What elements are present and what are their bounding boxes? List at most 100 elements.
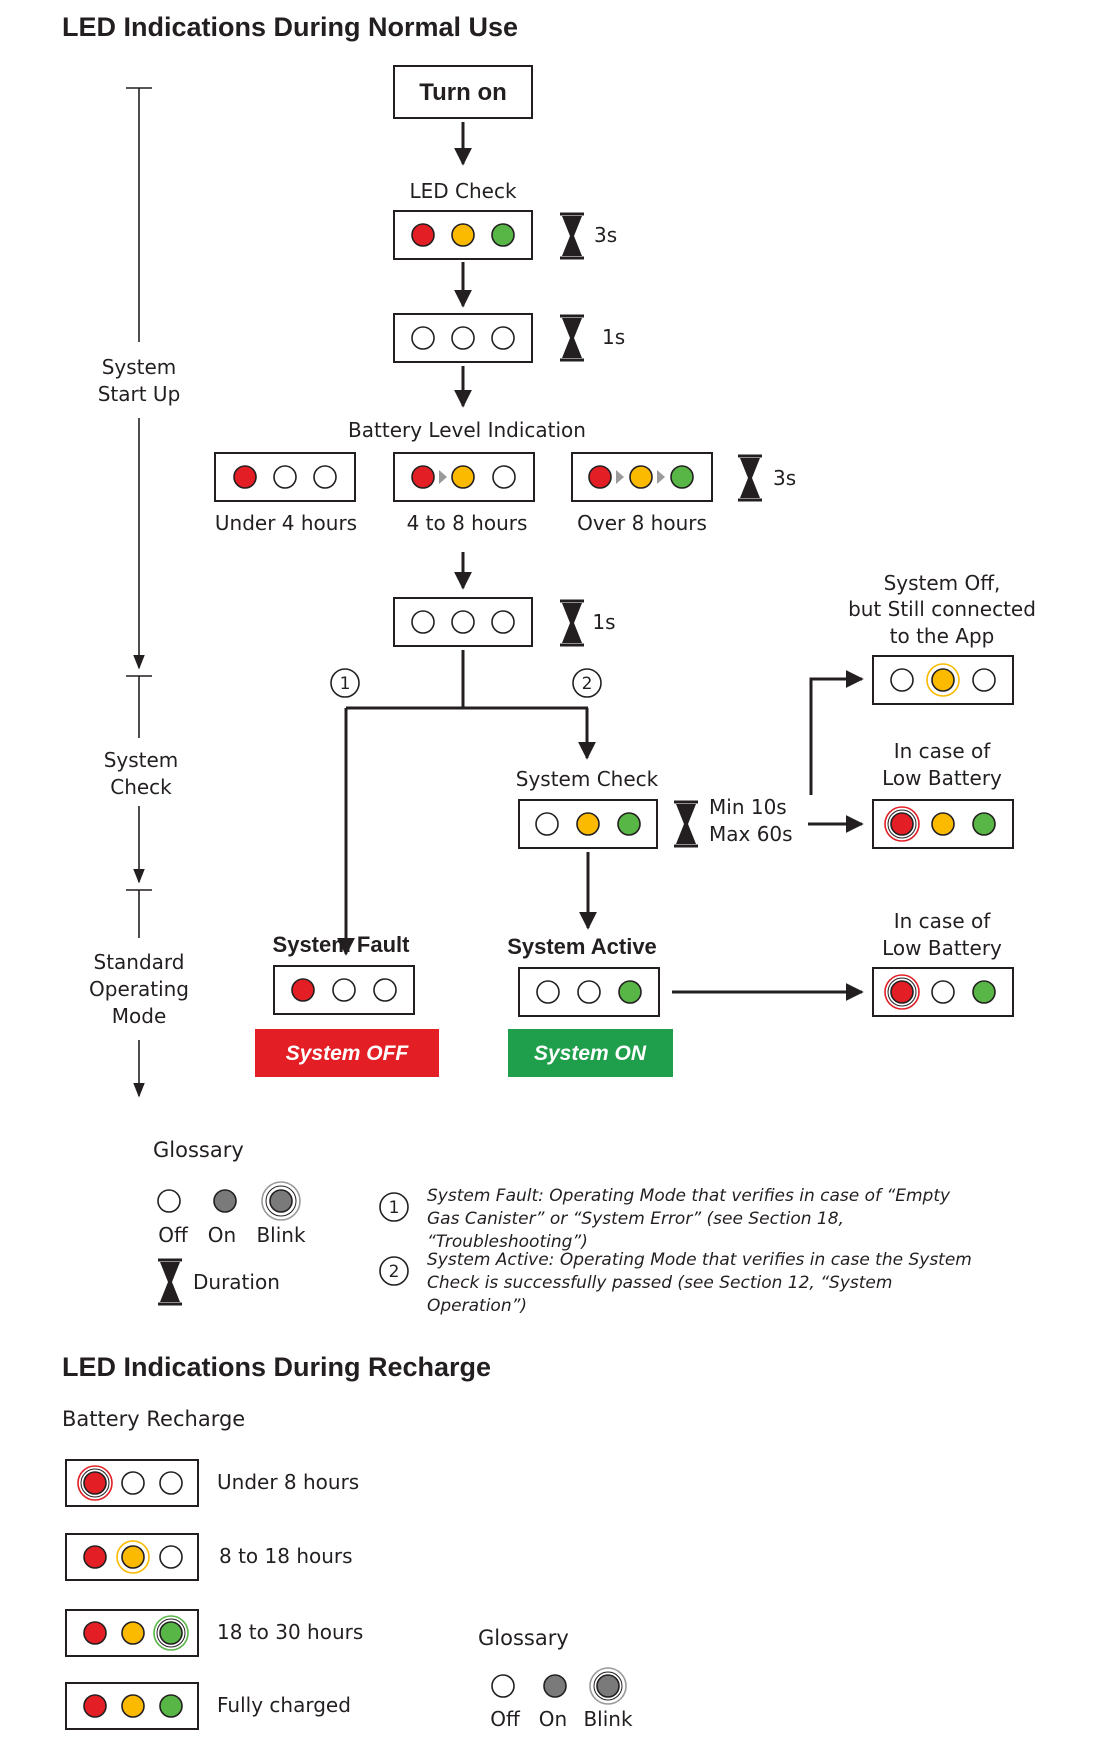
branch-connectors: [337, 650, 596, 956]
system-fault-label: System Fault: [273, 932, 411, 957]
system-off-connected-line2: but Still connected: [848, 597, 1036, 621]
blank-duration-2: 1s: [592, 610, 615, 634]
led-amber-on: [451, 223, 475, 247]
led-off: [451, 610, 475, 634]
system-check-indicator: [518, 799, 658, 849]
led-red-on: [83, 1621, 107, 1645]
leds-off-indicator-1: [393, 313, 533, 363]
led-off: [313, 465, 337, 489]
phase-standard-line3: Mode: [112, 1004, 167, 1028]
led-off-sample: [491, 1674, 515, 1698]
led-off: [577, 980, 601, 1004]
battery-under-4-label: Under 4 hours: [215, 511, 357, 535]
glossary-blink: Blink: [256, 1223, 306, 1247]
hourglass-icon: [560, 314, 584, 362]
led-red-on: [588, 465, 612, 489]
led-off: [411, 610, 435, 634]
led-blink-sample: [596, 1674, 620, 1698]
note-2-line3: Operation”): [427, 1296, 527, 1316]
recharge-18-to-30-indicator: [65, 1609, 199, 1657]
led-amber-blink-ring: [926, 663, 960, 697]
system-check-label: System Check: [516, 767, 659, 791]
hourglass-icon: [560, 599, 584, 647]
led-blink-sample-ring: [265, 1185, 297, 1217]
led-red-on: [411, 465, 435, 489]
branch-1-marker: [330, 668, 360, 698]
led-off: [159, 1471, 183, 1495]
note-1-number: 1: [389, 1198, 400, 1218]
title-recharge: LED Indications During Recharge: [62, 1352, 491, 1382]
low-battery-active-line1: In case of: [894, 909, 992, 933]
led-blink-sample: [269, 1189, 293, 1213]
led-amber-blink: [121, 1545, 145, 1569]
battery-over-8-label: Over 8 hours: [577, 511, 707, 535]
led-amber-on: [931, 812, 955, 836]
recharge-8-to-18-indicator: [65, 1533, 199, 1581]
led-green-blink-ring: [153, 1615, 189, 1651]
led-red-on: [233, 465, 257, 489]
branch-1-number: 1: [340, 674, 351, 694]
led-amber-blink: [931, 668, 955, 692]
glossary-title: Glossary: [153, 1138, 244, 1162]
led-red-on: [83, 1694, 107, 1718]
system-off-connected-indicator: [872, 655, 1014, 705]
battery-4-to-8-indicator: [393, 452, 535, 502]
led-red-on: [411, 223, 435, 247]
battery-level-duration: 3s: [773, 466, 796, 490]
note-2-marker: [379, 1256, 409, 1286]
system-off-connected-line3: to the App: [890, 624, 995, 648]
note-1-line1: System Fault: Operating Mode that verifi…: [427, 1186, 951, 1206]
turn-on-label: Turn on: [419, 79, 507, 106]
phase-start-up-line2: Start Up: [98, 382, 181, 406]
led-green-blink: [159, 1621, 183, 1645]
recharge-18-to-30-label: 18 to 30 hours: [217, 1620, 363, 1644]
led-off: [491, 610, 515, 634]
led-check-duration: 3s: [594, 223, 617, 247]
system-on-badge: [508, 1029, 673, 1077]
recharge-glossary-title: Glossary: [478, 1626, 569, 1650]
recharge-under-8-label: Under 8 hours: [217, 1470, 359, 1494]
led-off-sample: [157, 1189, 181, 1213]
led-red-blink-ring: [887, 977, 917, 1007]
low-battery-check-indicator: [872, 799, 1014, 849]
check-outcome-connectors: [808, 670, 864, 833]
leds-off-indicator-2: [393, 597, 533, 647]
led-red-blink: [890, 812, 914, 836]
recharge-under-8-indicator: [65, 1459, 199, 1507]
sequence-arrow-icon: [616, 470, 624, 484]
led-off: [411, 326, 435, 350]
led-off: [890, 668, 914, 692]
recharge-glossary-blink: Blink: [583, 1707, 633, 1731]
battery-4-to-8-label: 4 to 8 hours: [407, 511, 528, 535]
hourglass-icon: [560, 212, 584, 260]
recharge-glossary-on: On: [539, 1707, 567, 1731]
led-off: [332, 978, 356, 1002]
glossary-duration: Duration: [193, 1270, 280, 1294]
system-on-badge-label: System ON: [534, 1042, 647, 1065]
blank-duration-1: 1s: [602, 325, 625, 349]
phase-standard-line1: Standard: [94, 950, 185, 974]
led-blink-sample-ring: [589, 1667, 627, 1705]
led-red-blink-ring: [77, 1465, 113, 1501]
note-2-line2: Check is successfully passed (see Sectio…: [427, 1273, 892, 1293]
system-check-min: Min 10s: [709, 795, 787, 819]
low-battery-check-line1: In case of: [894, 739, 992, 763]
led-off: [972, 668, 996, 692]
led-off: [535, 812, 559, 836]
system-off-badge: [255, 1029, 439, 1077]
sequence-arrow-icon: [439, 470, 447, 484]
led-green-on: [618, 980, 642, 1004]
phase-standard-line2: Operating: [89, 977, 189, 1001]
led-blink-sample-ring: [261, 1181, 301, 1221]
led-red-blink-ring: [80, 1468, 110, 1498]
battery-over-8-indicator: [571, 452, 713, 502]
low-battery-check-line2: Low Battery: [882, 766, 1002, 790]
led-green-on: [972, 980, 996, 1004]
low-battery-active-indicator: [872, 967, 1014, 1017]
glossary-off: Off: [158, 1223, 189, 1247]
led-red-blink: [890, 980, 914, 1004]
led-off: [931, 980, 955, 1004]
led-amber-on: [576, 812, 600, 836]
led-red-on: [291, 978, 315, 1002]
